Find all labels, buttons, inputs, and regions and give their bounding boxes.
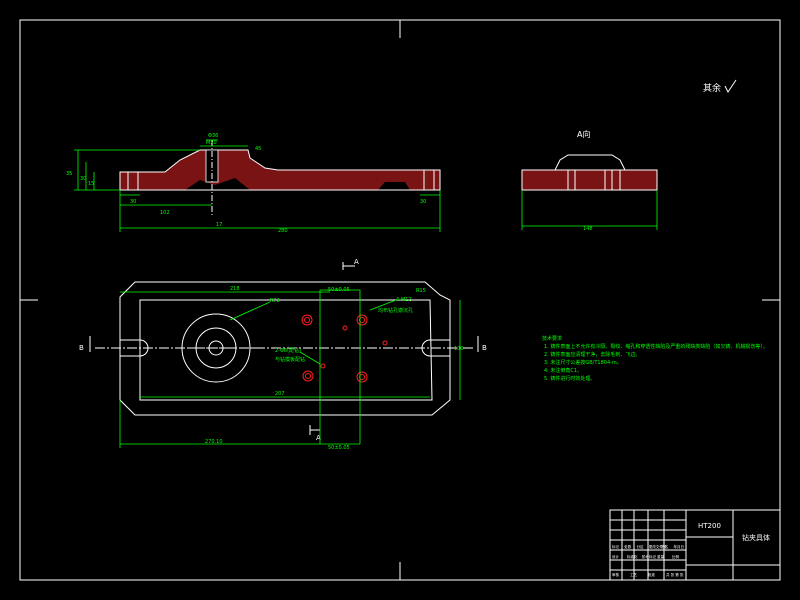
title-block-label: 共 张 第 张 [666, 572, 684, 577]
section-mark-a: A A [309, 258, 359, 442]
roughness-note: 其余 [703, 79, 737, 94]
title-block-label: 标记 [612, 544, 620, 549]
notes-item-1: 1. 铸件表面上不允许有冷隔、裂纹、缩孔和穿透性缺陷及严重的残缺类缺陷（如欠铸、… [544, 343, 768, 350]
title-block-label: 分区 [637, 544, 645, 549]
dim-plan-218: 218 [230, 286, 240, 292]
dim-plan-bottom: 270.10 [205, 439, 223, 445]
drawing-frame [19, 19, 781, 581]
dim-plan-207: 207 [275, 391, 285, 397]
dim-plan-2holes-b: 与钻模板配钻 [275, 356, 305, 363]
title-block-label: 比例 [672, 554, 680, 559]
dim-front-h1: 35 [66, 171, 72, 177]
section-mark-b: B B [79, 336, 487, 352]
title-block-label: 年月日 [674, 544, 685, 549]
dim-plan-2holes: 2-Φ8(配钻) [275, 347, 301, 354]
dim-plan-holes4b: 均布钻孔锪沉孔 [378, 307, 413, 314]
notes-title: 技术要求 [542, 335, 562, 342]
notes-item-5: 5. 铸件进行时效处理。 [544, 375, 595, 382]
dim-front-h3: 15 [88, 181, 94, 187]
notes-item-2: 2. 铸件表面应清理干净，去除毛刺、飞边。 [544, 351, 640, 358]
section-mark-b-left: B [79, 344, 84, 352]
dim-front-top2: M20 [206, 140, 217, 146]
view-a-title: A向 [577, 129, 590, 139]
section-mark-b-right: B [482, 344, 487, 352]
dim-view-a-width: 148 [583, 226, 593, 232]
title-block-label: 设计 [612, 554, 620, 559]
plan-view: 218 R72 50±0.05 4-M12 均布钻孔锪沉孔 2-Φ8(配钻) 与… [95, 281, 475, 451]
title-block-label: 批准 [648, 572, 656, 577]
dim-front-angle: 45 [255, 146, 261, 152]
dim-front-top: Φ36 [208, 133, 218, 139]
dim-front-right30: 30 [420, 199, 426, 205]
title-block-part-name: 钻夹具体 [742, 533, 770, 542]
dim-plan-r72: R72 [270, 298, 280, 304]
notes-item-3: 3. 未注尺寸公差按GB/T1804-m。 [544, 359, 622, 366]
dim-front-total: 280 [278, 228, 288, 234]
dim-front-17: 17 [216, 222, 222, 228]
title-block: HT200 钻夹具体 [609, 509, 781, 581]
dim-plan-right-h: 100 [454, 346, 464, 352]
section-mark-a-label-2: A [316, 434, 321, 442]
hole-3 [302, 370, 314, 382]
dim-front-102: 102 [160, 210, 170, 216]
title-block-label: 工艺 [630, 572, 638, 577]
hole-2 [356, 314, 368, 326]
roughness-check-icon [724, 79, 737, 93]
dim-plan-bottom-tol: 50±0.05 [328, 445, 350, 451]
notes-item-4: 4. 未注倒角C1。 [544, 367, 582, 374]
technical-notes: 技术要求 1. 铸件表面上不允许有冷隔、裂纹、缩孔和穿透性缺陷及严重的残缺类缺陷… [542, 335, 768, 382]
dim-plan-holes4: 4-M12 [396, 297, 412, 303]
title-block-label: 阶段标记 [642, 554, 656, 559]
dim-front-h2: 30 [80, 176, 86, 182]
roughness-note-text: 其余 [703, 82, 721, 94]
view-a: A向 148 [521, 129, 658, 232]
title-block-label: 更改文件号 [649, 544, 667, 549]
title-block-label: 重量 [657, 554, 665, 559]
dim-plan-top-tol: 50±0.05 [328, 287, 350, 293]
front-section-view: Φ36 M20 45 35 30 15 30 30 102 17 280 [66, 133, 441, 234]
title-block-material: HT200 [698, 522, 721, 530]
section-mark-a-label: A [354, 258, 359, 266]
dim-front-left30: 30 [130, 199, 136, 205]
hole-4 [356, 371, 368, 383]
title-block-label: 审核 [612, 572, 620, 577]
title-block-label: 处数 [624, 544, 632, 549]
title-block-label: 标准化 [627, 554, 638, 559]
title-block-label: 签名 [661, 544, 668, 549]
hole-1 [301, 314, 313, 326]
dim-plan-r15: R15 [416, 288, 426, 294]
